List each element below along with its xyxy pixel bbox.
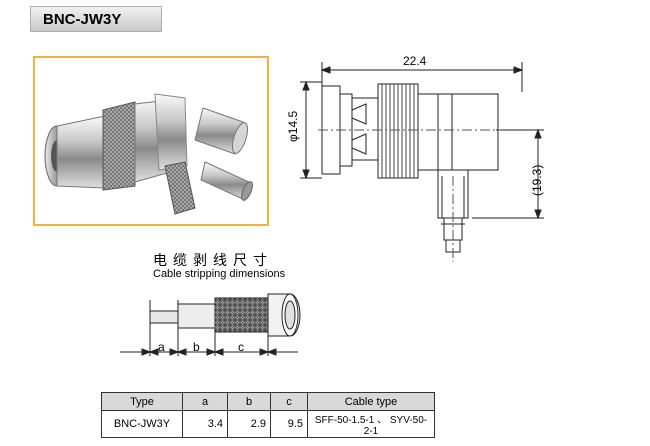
- strip-label-c: c: [238, 340, 244, 354]
- product-photo: [33, 56, 269, 226]
- stripping-diagram: [120, 293, 301, 356]
- spec-table: Type a b c Cable type BNC-JW3Y 3.4 2.9 9…: [101, 392, 435, 438]
- header-c: c: [270, 392, 308, 411]
- cell-a: 3.4: [182, 410, 228, 438]
- header-cable-type: Cable type: [307, 392, 435, 411]
- strip-label-b: b: [193, 340, 200, 354]
- product-title: BNC-JW3Y: [30, 6, 162, 32]
- cell-c: 9.5: [270, 410, 308, 438]
- strip-label-a: a: [158, 340, 165, 354]
- cell-cable-type: SFF-50-1.5-1 、 SYV-50-2-1: [307, 410, 435, 438]
- table-header-row: Type a b c Cable type: [101, 392, 435, 411]
- table-row: BNC-JW3Y 3.4 2.9 9.5 SFF-50-1.5-1 、 SYV-…: [101, 410, 435, 438]
- dim-height-label: (19.3): [530, 164, 544, 196]
- stripping-heading-cn: 电缆剥线尺寸: [153, 253, 273, 269]
- header-b: b: [227, 392, 271, 411]
- cell-type: BNC-JW3Y: [101, 410, 183, 438]
- dim-diameter-label: φ14.5: [286, 110, 300, 142]
- stripping-heading-en: Cable stripping dimensions: [153, 268, 286, 280]
- cell-b: 2.9: [227, 410, 271, 438]
- header-a: a: [182, 392, 228, 411]
- connector-photo-illustration: [44, 93, 253, 215]
- connector-body: [417, 93, 499, 171]
- dim-length-label: 22.4: [403, 54, 427, 68]
- header-type: Type: [101, 392, 183, 411]
